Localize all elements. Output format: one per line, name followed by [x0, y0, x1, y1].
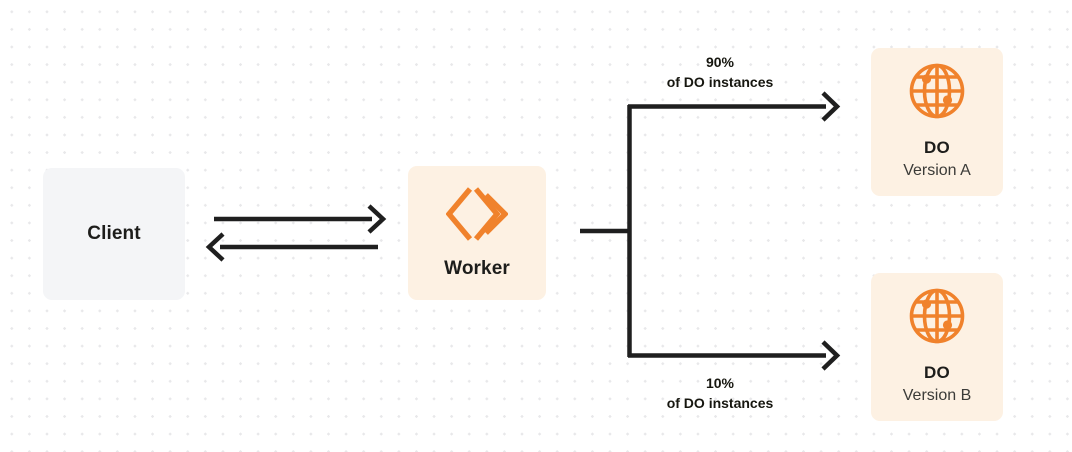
edge-label-version-a-description: of DO instances: [666, 73, 774, 90]
node-worker-label: Worker: [444, 258, 510, 280]
globe-icon: [909, 289, 965, 344]
node-do-version-b-sublabel: Version B: [902, 386, 972, 404]
arrow-worker-to-client: [205, 232, 378, 262]
edge-label-version-b-description: of DO instances: [666, 394, 774, 411]
node-do-version-a-label: DO: [924, 138, 950, 158]
node-do-version-b: DO Version B: [871, 273, 1003, 421]
node-client: Client: [43, 168, 185, 300]
globe-icon: [909, 64, 965, 119]
edge-label-version-b-percent: 10%: [705, 375, 735, 391]
node-do-version-a: DO Version A: [871, 48, 1003, 196]
arrow-client-to-worker: [214, 204, 387, 234]
cloudflare-workers-icon: [446, 187, 508, 241]
arrow-to-do-version-a: [628, 91, 841, 122]
arrow-to-do-version-b: [628, 340, 841, 371]
node-do-version-b-label: DO: [924, 363, 950, 383]
edge-label-version-a-percent: 90%: [705, 54, 735, 70]
edge-label-version-b: 10% of DO instances: [592, 374, 848, 414]
node-client-label: Client: [87, 223, 141, 245]
node-worker: Worker: [408, 166, 546, 300]
edge-label-version-a: 90% of DO instances: [592, 53, 848, 93]
node-do-version-a-sublabel: Version A: [903, 161, 971, 179]
